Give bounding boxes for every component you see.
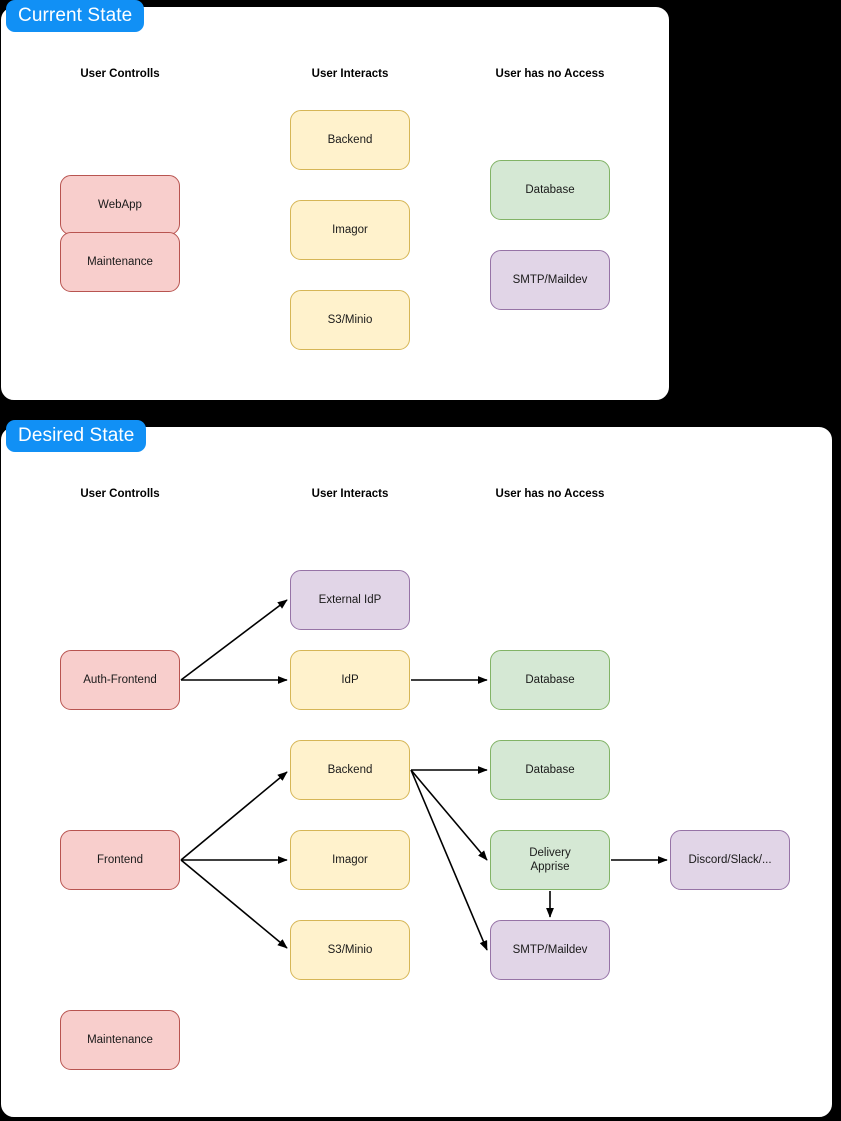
node-database-current[interactable]: Database	[490, 160, 610, 220]
node-discord-slack[interactable]: Discord/Slack/...	[670, 830, 790, 890]
column-header-user-controls-current: User Controlls	[80, 68, 160, 80]
node-smtp-maildev-current[interactable]: SMTP/Maildev	[490, 250, 610, 310]
node-external-idp[interactable]: External IdP	[290, 570, 410, 630]
node-backend-desired[interactable]: Backend	[290, 740, 410, 800]
node-webapp[interactable]: WebApp	[60, 175, 180, 235]
section-badge-desired-state[interactable]: Desired State	[6, 420, 147, 452]
node-delivery-apprise[interactable]: Delivery Apprise	[490, 830, 610, 890]
section-badge-current-state[interactable]: Current State	[6, 0, 145, 32]
column-header-user-controls-desired: User Controlls	[80, 488, 160, 500]
node-s3minio-desired[interactable]: S3/Minio	[290, 920, 410, 980]
node-imagor-current[interactable]: Imagor	[290, 200, 410, 260]
node-auth-frontend[interactable]: Auth-Frontend	[60, 650, 180, 710]
node-maintenance-current[interactable]: Maintenance	[60, 232, 180, 292]
node-database-desired-top[interactable]: Database	[490, 650, 610, 710]
node-smtp-maildev-desired[interactable]: SMTP/Maildev	[490, 920, 610, 980]
column-header-user-interacts-desired: User Interacts	[311, 488, 389, 500]
node-frontend[interactable]: Frontend	[60, 830, 180, 890]
column-header-user-interacts-current: User Interacts	[311, 68, 389, 80]
node-idp[interactable]: IdP	[290, 650, 410, 710]
column-header-user-no-access-desired: User has no Access	[495, 488, 605, 500]
column-header-user-no-access-current: User has no Access	[495, 68, 605, 80]
node-database-desired-bottom[interactable]: Database	[490, 740, 610, 800]
node-maintenance-desired[interactable]: Maintenance	[60, 1010, 180, 1070]
node-imagor-desired[interactable]: Imagor	[290, 830, 410, 890]
node-s3minio-current[interactable]: S3/Minio	[290, 290, 410, 350]
node-backend-current[interactable]: Backend	[290, 110, 410, 170]
